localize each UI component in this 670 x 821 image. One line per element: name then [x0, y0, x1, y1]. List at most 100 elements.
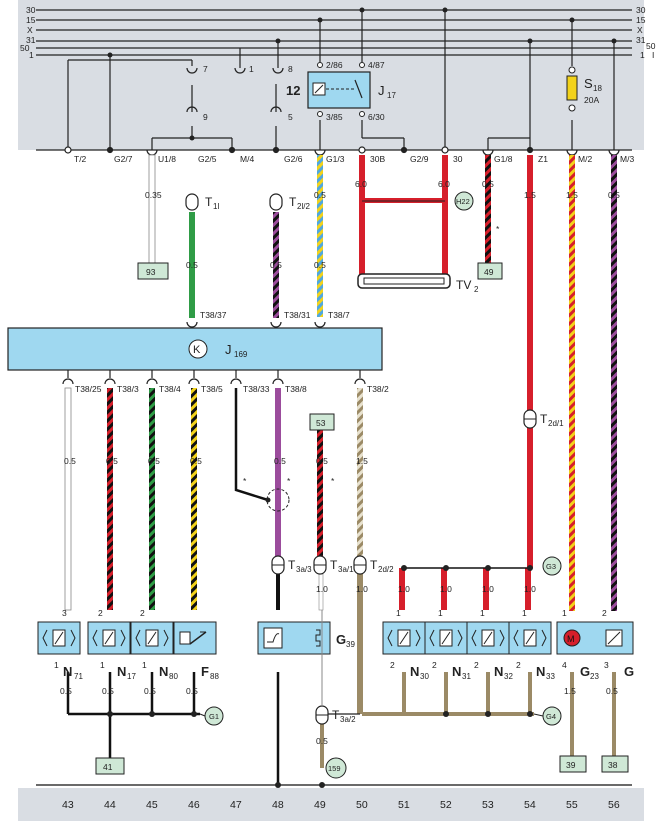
gauge-m3: 0.5	[608, 190, 620, 200]
column-46: 46	[188, 799, 200, 811]
svg-text:41: 41	[103, 762, 113, 772]
connector-g2-6: G2/6	[284, 154, 303, 164]
terminal-t2d-2: T 2d/2	[353, 555, 394, 575]
tv2-name: TV	[456, 278, 471, 292]
pin-label-5: 5	[288, 112, 293, 122]
svg-text:N: N	[117, 664, 126, 679]
svg-text:31: 31	[462, 672, 471, 681]
badge-41: 41	[95, 757, 125, 775]
valve-n17: 2 1 N 17	[87, 608, 136, 681]
svg-text:2d/2: 2d/2	[378, 565, 394, 574]
svg-text:N: N	[63, 664, 72, 679]
svg-text:1: 1	[480, 608, 485, 618]
connector-g2-7: G2/7	[114, 154, 133, 164]
wire-53-red-white	[483, 568, 489, 610]
bottom-gauge-44: 0.5	[102, 686, 114, 696]
connector-u1-8: U1/8	[158, 154, 176, 164]
wire-t1-green	[189, 212, 195, 318]
panel-pin-labels: 7 1 8 9 5	[203, 64, 293, 122]
gauge-30b: 6.0	[355, 179, 367, 189]
connector-t-2: T/2	[74, 154, 87, 164]
terminal-tv2: TV 2	[357, 273, 479, 294]
control-unit-symbol	[188, 339, 208, 359]
pin-label-1: 1	[249, 64, 254, 74]
bottom-gauge-46: 0.5	[186, 686, 198, 696]
svg-text:53: 53	[316, 418, 326, 428]
terminal-t2d-1: T 2d/1	[523, 409, 564, 429]
gauge-43: 0.5	[64, 456, 76, 466]
gauge-48: 0.5	[274, 456, 286, 466]
fuel-pump-g23: M 1 2 4 3 G 23 G	[556, 608, 634, 681]
upper-wires	[148, 154, 617, 611]
column-44: 44	[104, 799, 116, 811]
fuse-name: S	[584, 76, 593, 91]
ground-point-h22: H22	[454, 191, 474, 211]
pin-label-7: 7	[203, 64, 208, 74]
bottom-gauge-55: 1.5	[564, 686, 576, 696]
wire-48-violet	[275, 388, 281, 556]
svg-text:1: 1	[438, 608, 443, 618]
connector-30: 30	[453, 154, 463, 164]
fuse-name-sub: 18	[593, 84, 602, 93]
svg-text:1: 1	[54, 660, 59, 670]
control-unit-bottom-pin-labels: T38/25 T38/3 T38/4 T38/5 T38/33 T38/8 T3…	[75, 384, 389, 394]
gauge-z1: 1.5	[524, 190, 536, 200]
ground-label-h22: H22	[456, 197, 470, 206]
lower-dots	[107, 565, 533, 788]
tv2-sub: 2	[474, 285, 479, 294]
gauge-46: 0.5	[190, 456, 202, 466]
asterisk-3: *	[287, 476, 291, 486]
relay-j17: 12 J 17 2/86 4/87 3/85 6/30	[286, 60, 396, 122]
connector-g2-5: G2/5	[198, 154, 217, 164]
column-56: 56	[608, 799, 620, 811]
connector-g1-8: G1/8	[494, 154, 513, 164]
badge-49: 49	[477, 262, 503, 280]
connector-m-2: M/2	[578, 154, 592, 164]
svg-text:159: 159	[328, 764, 341, 773]
svg-text:2: 2	[140, 608, 145, 618]
control-unit-top-pins	[186, 321, 326, 328]
relay-pin-4-87: 4/87	[368, 60, 385, 70]
svg-text:T: T	[330, 558, 338, 572]
svg-text:38: 38	[608, 760, 618, 770]
asterisk-4: *	[331, 476, 335, 486]
gauge-45: 0.5	[148, 456, 160, 466]
gauge-49: 0.5	[316, 456, 328, 466]
valve-n71: 3 1 N 71	[37, 608, 83, 681]
column-54: 54	[524, 799, 536, 811]
svg-text:G4: G4	[546, 712, 556, 721]
column-48: 48	[272, 799, 284, 811]
svg-text:2: 2	[474, 660, 479, 670]
pin-t38-4: T38/4	[159, 384, 181, 394]
relay-pin-6-30: 6/30	[368, 112, 385, 122]
wire-46-yellow-black	[191, 388, 197, 610]
rail-label-i-right: I	[652, 50, 654, 60]
wire-50-brown-lower	[357, 574, 363, 714]
rail-labels-right: 30 15 X 31 50 1 I	[636, 5, 656, 60]
wire-g1-8-red-black	[485, 155, 491, 263]
relay-name: J	[378, 83, 385, 98]
column-53: 53	[482, 799, 494, 811]
column-55: 55	[566, 799, 578, 811]
wire-52-red-white	[441, 568, 447, 610]
column-strip	[18, 788, 644, 821]
rail-label-30: 30	[26, 5, 36, 15]
pin-t38-8: T38/8	[285, 384, 307, 394]
gauge-t1: 0.5	[186, 260, 198, 270]
relay-box-number: 12	[286, 83, 300, 98]
connector-labels: T/2 G2/7 U1/8 G2/5 M/4 G2/6 G1/3 30B G2/…	[74, 154, 634, 164]
ground-point-g4: G4	[542, 706, 562, 726]
switch-f88: F 88	[173, 621, 219, 681]
svg-text:23: 23	[590, 672, 599, 681]
gauge-53: 1.0	[482, 584, 494, 594]
pin-t38-7: T38/7	[328, 310, 350, 320]
svg-text:17: 17	[127, 672, 136, 681]
gauge-30: 6.0	[438, 179, 450, 189]
pin-t38-5: T38/5	[201, 384, 223, 394]
gauge-t2: 0.5	[270, 260, 282, 270]
terminal-t1l: T 1l	[185, 193, 219, 211]
column-52: 52	[440, 799, 452, 811]
pin-t38-2: T38/2	[367, 384, 389, 394]
svg-text:80: 80	[169, 672, 178, 681]
sensor-g39: G 39	[257, 621, 355, 655]
